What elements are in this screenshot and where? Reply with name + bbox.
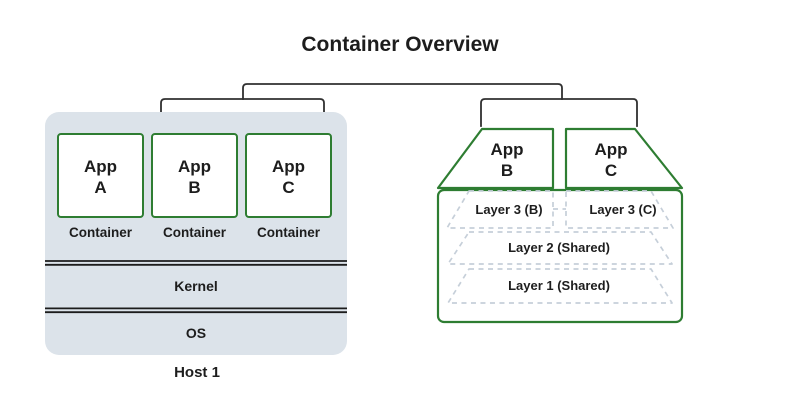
container-caption-a: Container xyxy=(69,225,133,240)
container-app-a-box xyxy=(57,133,144,218)
layers-outer-box xyxy=(436,188,684,324)
layer2-label: Layer 2 (Shared) xyxy=(508,240,610,255)
layer3-c-label: Layer 3 (C) xyxy=(589,202,656,217)
app-c-label-line2: C xyxy=(282,178,294,197)
app-a-label-line1: App xyxy=(84,157,117,176)
layered-app-c-line2: C xyxy=(605,161,617,180)
layer3-b-label: Layer 3 (B) xyxy=(475,202,542,217)
right-bracket-connector xyxy=(480,98,638,127)
app-c-label-line1: App xyxy=(272,157,305,176)
app-b-label-line2: B xyxy=(188,178,200,197)
left-bracket-connector xyxy=(160,98,325,124)
layer1-shape xyxy=(447,268,673,304)
container-app-b-box xyxy=(151,133,238,218)
kernel-row-label: Kernel xyxy=(174,278,218,294)
layered-app-c-line1: App xyxy=(594,140,627,159)
container-caption-b: Container xyxy=(163,225,227,240)
diagram-title: Container Overview xyxy=(301,33,499,56)
layer3-c-shape xyxy=(565,190,674,229)
container-caption-c: Container xyxy=(257,225,321,240)
top-bracket-connector xyxy=(242,83,563,100)
layer1-label: Layer 1 (Shared) xyxy=(508,278,610,293)
layer2-shape xyxy=(447,231,673,265)
layer3-b-shape xyxy=(446,190,554,229)
layered-app-b-line2: B xyxy=(501,161,513,180)
os-row-label: OS xyxy=(186,325,206,341)
app-b-label-line1: App xyxy=(178,157,211,176)
app-b-trapezoid xyxy=(436,127,555,190)
container-app-c-box xyxy=(245,133,332,218)
host-label: Host 1 xyxy=(174,364,220,381)
layered-app-b-line1: App xyxy=(490,140,523,159)
app-c-trapezoid xyxy=(564,127,684,190)
app-a-label-line2: A xyxy=(94,178,106,197)
